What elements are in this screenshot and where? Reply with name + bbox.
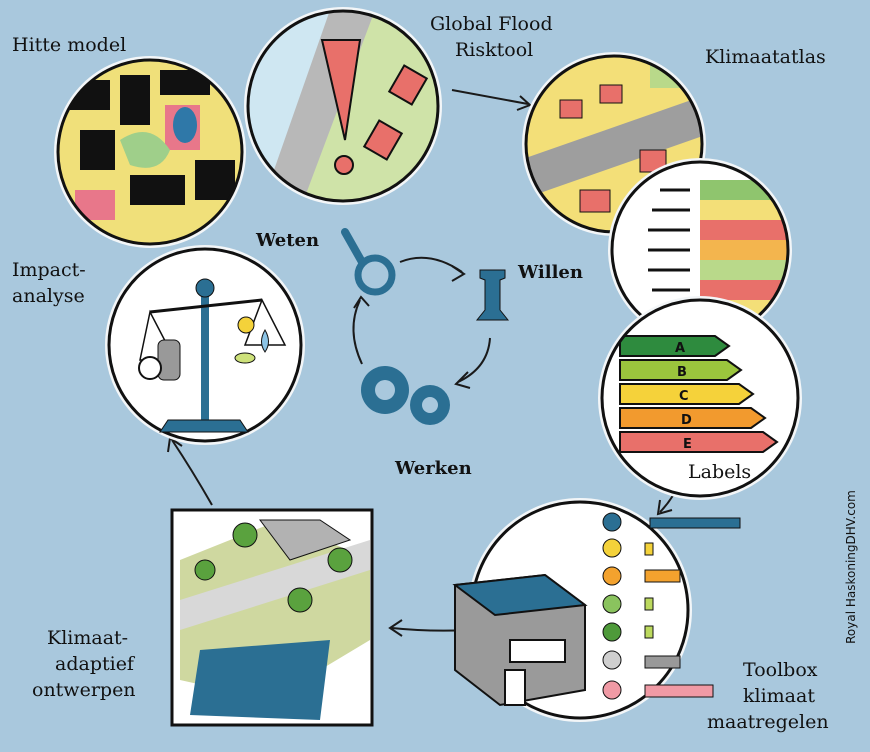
label-impact-1: Impact- [12, 259, 86, 281]
toolbox-measures-graphic [452, 498, 741, 722]
cycle-werken: Werken [395, 458, 472, 479]
impact-balance-graphic [105, 245, 305, 445]
adaptive-design-illustration [170, 508, 374, 727]
label-impact-2: analyse [12, 285, 85, 307]
label-adapt-1: Klimaat- [47, 627, 129, 649]
energy-label-text-a: A [675, 341, 685, 356]
energy-label-b [619, 359, 743, 381]
hitte-model-map [54, 56, 246, 248]
label-toolbox-2: klimaat [743, 685, 815, 707]
magnifier-icon [341, 228, 396, 296]
label-hitte-model: Hitte model [12, 34, 127, 56]
label-global-flood: Global Flood [430, 13, 553, 35]
credit-text: Royal HaskoningDHV.com [844, 490, 859, 644]
risk-table [608, 158, 792, 342]
energy-label-c [619, 383, 755, 405]
energy-label-text-c: C [679, 389, 689, 404]
chess-rook-icon [475, 269, 510, 321]
gears-icon [361, 366, 450, 425]
energy-label-d [619, 407, 767, 429]
label-risktool: Risktool [455, 39, 534, 61]
energy-label-a [619, 335, 731, 357]
label-labels: Labels [688, 461, 752, 483]
label-klimaatatlas: Klimaatatlas [705, 46, 826, 68]
flood-risk-map [244, 7, 442, 205]
cycle-willen: Willen [518, 262, 583, 283]
cycle-weten: Weten [256, 230, 320, 251]
energy-label-e [619, 431, 779, 453]
energy-label-text-d: D [681, 413, 692, 428]
label-adapt-3: ontwerpen [32, 679, 136, 701]
label-toolbox-1: Toolbox [743, 659, 818, 681]
label-adapt-2: adaptief [55, 653, 134, 675]
toolbox-icons [602, 512, 622, 700]
label-toolbox-3: maatregelen [707, 711, 829, 733]
energy-label-text-e: E [683, 437, 692, 452]
toolbox-bars [644, 517, 741, 698]
energy-label-text-b: B [677, 365, 687, 380]
cycle-arrows [352, 256, 491, 389]
